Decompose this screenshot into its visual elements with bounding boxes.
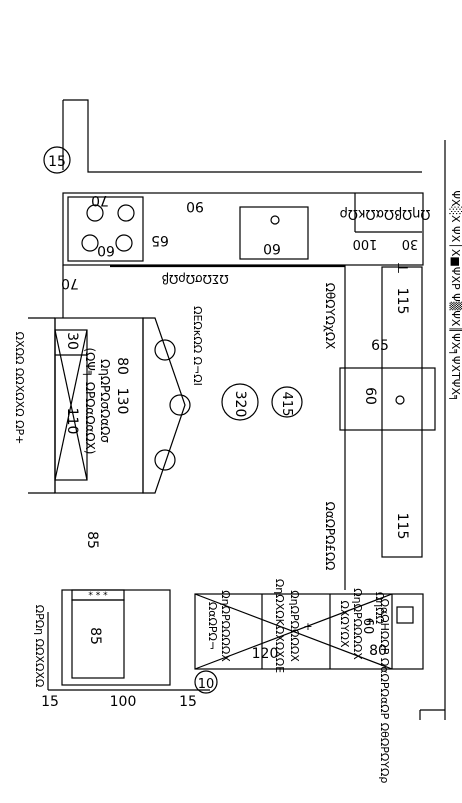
counter-sink-offset: 65	[371, 338, 389, 354]
burner-icon	[117, 204, 135, 222]
top-wall	[63, 99, 422, 173]
bc-col4-depth: 60	[360, 618, 375, 635]
bc-col4-label: ΩηΩΩ	[373, 592, 386, 624]
stool-icon	[154, 339, 176, 361]
fridge-block	[61, 589, 171, 686]
bc-col2-line2: ΩηΩΡΩΩΩΩΧ	[288, 590, 301, 662]
counter-bottom-dim: 115	[394, 513, 410, 540]
milky-label: ΩαΩΡΩ£ΩΩ	[323, 502, 337, 571]
fridge-frame	[61, 589, 171, 686]
cooktop-width-top: 70	[91, 192, 109, 208]
bc-width: 120	[252, 646, 279, 662]
cooktop	[67, 196, 144, 262]
cooktop-depth: 65	[151, 232, 169, 248]
fridge-area-dim: 85	[84, 531, 100, 549]
island-d: 80	[114, 357, 130, 375]
circle-value-1: 320	[232, 391, 248, 418]
bc-col3-line2: ΩηΩΡΩΩΩΩΧ	[351, 588, 364, 660]
burner-icon	[86, 204, 104, 222]
bc-col2-line3: +	[303, 620, 312, 633]
stool-icon	[169, 394, 191, 416]
island-tip	[142, 317, 186, 494]
bc-depth: 80	[369, 643, 387, 659]
dimension-circle	[221, 383, 259, 421]
stool-icon	[154, 449, 176, 471]
mixer-depth: 30	[402, 236, 419, 251]
bc-col3-line1: ΩΧΩΥΩΧ	[338, 600, 351, 647]
fridge-stars-box	[71, 589, 125, 601]
marker-circle-bottom	[194, 670, 218, 694]
sink-distance: 100	[353, 236, 378, 251]
cooktop-gap: 90	[186, 198, 204, 214]
fridge-outer-width: 100	[110, 694, 137, 710]
bottom-counter	[194, 593, 424, 670]
fridge-note: ΩΧΩΩ ΩΩΧΩΧΩ ΩΡ+	[13, 332, 26, 445]
sink-basin	[239, 206, 309, 260]
bottom-counter-cross	[194, 593, 393, 670]
cooktop-width-inner: 60	[97, 242, 115, 258]
burner-icon	[81, 234, 99, 252]
burner-icon	[115, 234, 133, 252]
fridge-label: ΩΡΩη ΩΩΧΩΧΩ	[33, 605, 46, 688]
counter-drain-icon	[395, 395, 405, 405]
left-dim: 70	[61, 275, 79, 291]
counter-top-mark: ⊥	[394, 262, 410, 274]
bottom-counter-frame	[194, 593, 424, 670]
oven-label: ΩαΩΗΩΩΡ ΩαΩΡΩαΩΡ ΩθΩΡΩΥΩρ	[378, 599, 391, 784]
fridge-side-right: 15	[179, 694, 197, 710]
bc-col2-line1: ΩηΩΧΩΚΩΧΩΧΩΕ	[273, 579, 286, 673]
island-sublabel: (ΩΨ╕ ΩΡΩαΩαΩΧ)	[83, 348, 97, 455]
fleischig-label: ΩθΩΥΩχΩΧ	[323, 283, 337, 350]
right-side-note: ΨΧ░Χ ΨΧ│Χ■ΨΧΡ Ψ▒ΨΧ║ΨΧ╕ΨΧΤΨΧ╕	[449, 190, 462, 401]
sink-width: 60	[263, 240, 281, 256]
marker-bottom-number: 10	[198, 677, 215, 692]
kitchen-island	[28, 317, 191, 494]
drain-icon	[270, 215, 280, 225]
bc-col3-line3: +	[365, 615, 374, 628]
counter-top-dim: 115	[394, 288, 410, 315]
marker-circle-top	[43, 146, 71, 174]
counter-sink	[339, 367, 436, 431]
cooktop-frame	[67, 196, 144, 262]
dimension-circle	[271, 386, 303, 418]
bc-col1-line1: ΩαΩΡΩ¬	[206, 602, 219, 650]
island-label: ΩηΩΡΩσΩαΩσ	[98, 359, 112, 443]
fridge-side-left: 15	[41, 694, 59, 710]
stools-label: ΩΕΩκΩΩ Ω¬ΩΙ	[191, 306, 204, 386]
counter-sink-width: 60	[362, 387, 378, 405]
island-width: 130	[114, 388, 130, 415]
dairy-label: ΩΣΩσΩρΩβ	[161, 272, 228, 286]
island-overhang: 30	[64, 332, 80, 350]
top-counter	[62, 192, 424, 266]
island-depth: 110	[64, 408, 80, 435]
bc-col1-line2: ΩηΩΡΩΩΩΩΧ	[219, 590, 232, 662]
right-counter	[381, 266, 423, 558]
sink	[239, 206, 309, 260]
mixer-label: ΩηΩβΩαΩκΩρ	[340, 206, 431, 221]
island-cabinet	[54, 329, 88, 481]
fridge-stars: * * *	[88, 591, 108, 601]
marker-top-number: 15	[48, 154, 66, 170]
fridge-width: 85	[87, 627, 103, 645]
drawer-box	[396, 606, 414, 624]
circle-value-2: 415	[279, 392, 294, 417]
